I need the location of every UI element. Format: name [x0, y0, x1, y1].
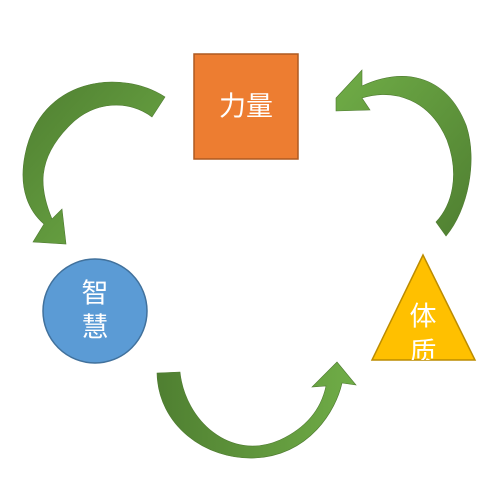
arrow-physique-to-strength	[335, 69, 472, 237]
strength-square	[193, 53, 299, 160]
wisdom-label-line1: 智	[82, 279, 109, 310]
strength-label: 力量	[219, 92, 273, 123]
physique-node: 体 质	[370, 253, 477, 369]
physique-triangle	[370, 253, 477, 361]
physique-label-line1: 体	[410, 302, 437, 333]
arrow-wisdom-to-physique	[156, 361, 357, 459]
physique-label-line2: 质	[410, 338, 437, 369]
strength-node: 力量	[193, 53, 299, 160]
wisdom-label-line2: 慧	[82, 313, 109, 344]
wisdom-node: 智 慧	[42, 258, 148, 364]
wisdom-circle	[42, 258, 148, 364]
arrow-strength-to-wisdom	[22, 81, 166, 245]
